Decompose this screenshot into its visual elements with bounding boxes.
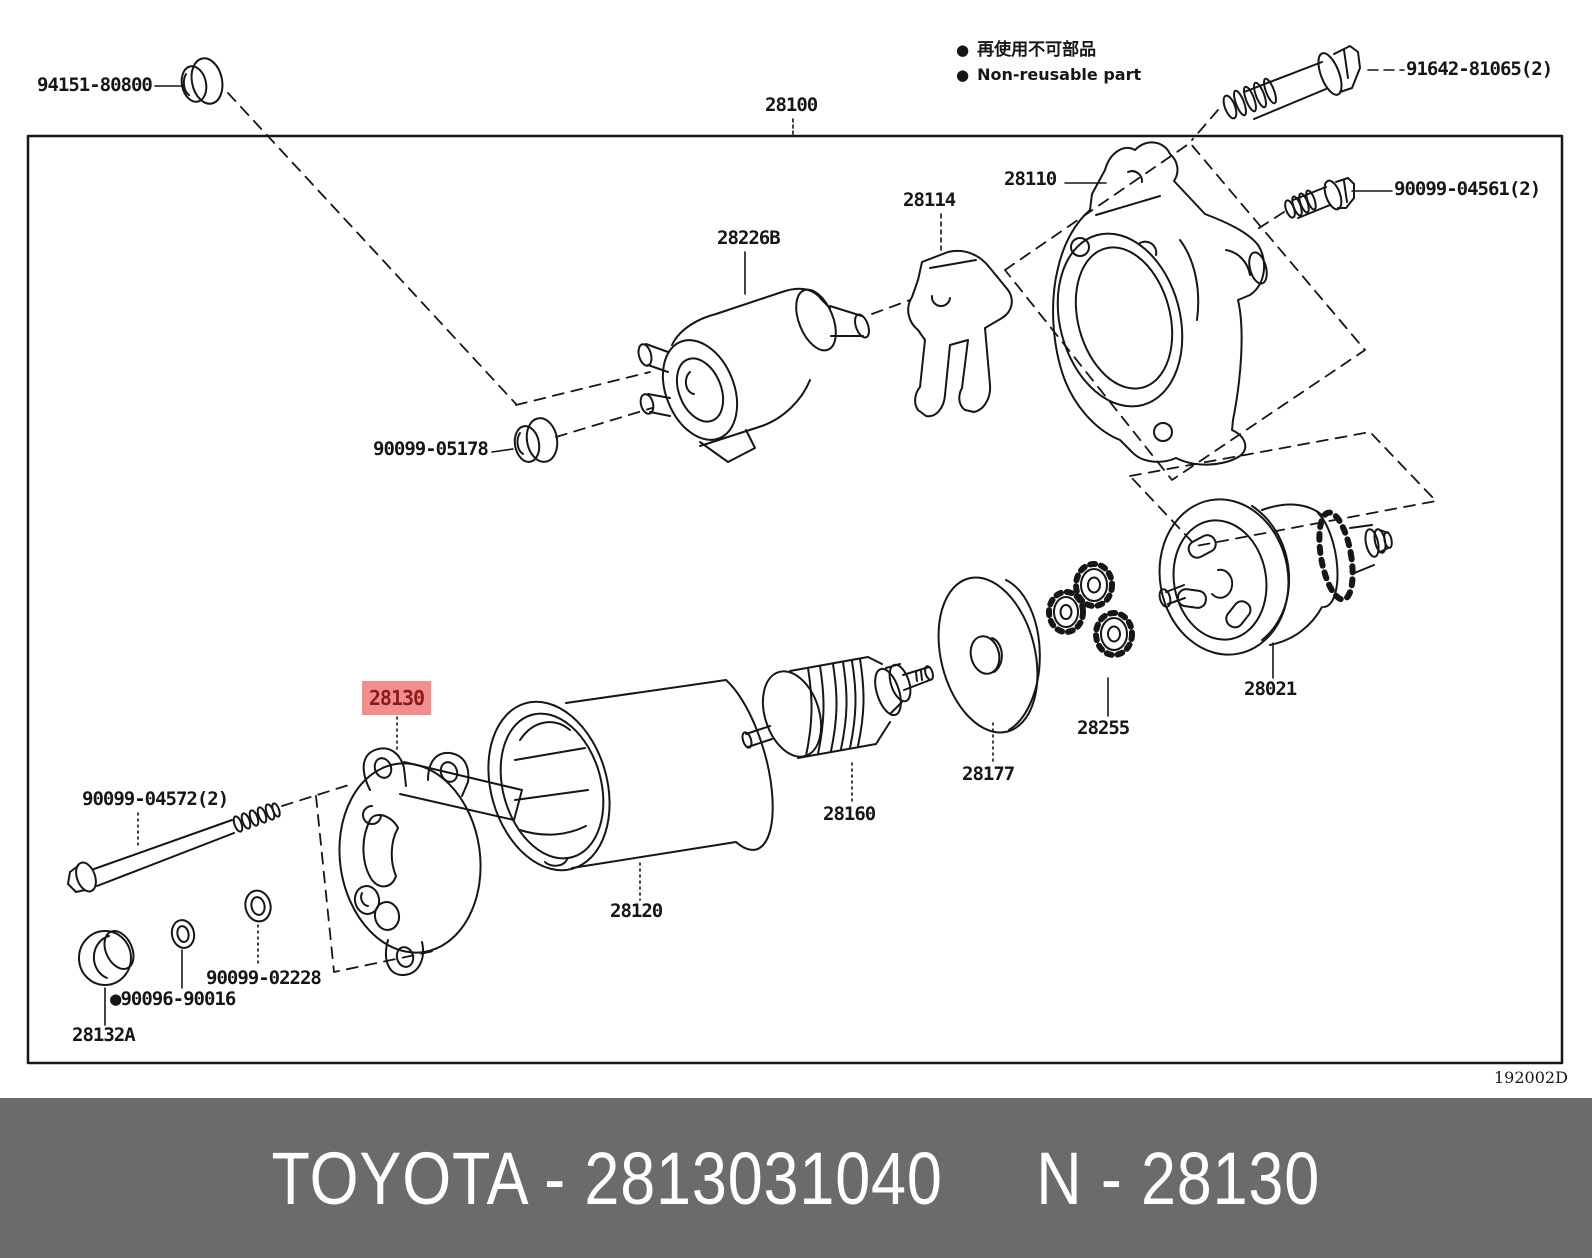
end-frame-28130-drawing [338, 747, 523, 977]
banner-n-number: N - 28130 [1036, 1136, 1321, 1220]
part-label-28120[interactable]: 28120 [610, 900, 663, 922]
part-label-90099-05178[interactable]: 90099-05178 [373, 438, 489, 460]
part-label-90099-04572[interactable]: 90099-04572(2) [82, 788, 229, 810]
armature-28160-drawing [741, 656, 934, 759]
part-label-28021[interactable]: 28021 [1244, 678, 1297, 700]
yoke-28120-drawing [487, 679, 774, 872]
part-label-91642-81065[interactable]: 91642-81065(2) [1406, 58, 1553, 80]
non-reusable-bullet-icon: ● [956, 66, 970, 84]
washer-90096-90016-drawing [170, 919, 196, 949]
part-label-90096-90016[interactable]: ●90096-90016 [110, 988, 236, 1010]
cap-28132A-drawing [78, 930, 135, 986]
legend-non-reusable-en: ●Non-reusable part [956, 65, 1142, 84]
planet-gears-28255-drawing [1046, 561, 1135, 658]
footer-banner-text: TOYOTA - 2813031040 N - 28130 [272, 1136, 1321, 1221]
clutch-28021-drawing [1158, 498, 1393, 656]
solenoid-28226B-drawing [637, 287, 870, 463]
drive-housing-28110-drawing [1052, 141, 1268, 466]
part-label-28110[interactable]: 28110 [1004, 168, 1057, 190]
part-label-90099-02228[interactable]: 90099-02228 [206, 967, 322, 989]
footer-banner: TOYOTA - 2813031040 N - 28130 [0, 1098, 1592, 1258]
part-label-28132A[interactable]: 28132A [72, 1024, 136, 1046]
highlighted-part-label-28130[interactable]: 28130 [362, 681, 431, 715]
part-label-28177[interactable]: 28177 [962, 763, 1015, 785]
part-label-28100[interactable]: 28100 [765, 94, 818, 116]
part-label-28160[interactable]: 28160 [823, 803, 876, 825]
drive-lever-28114-drawing [907, 249, 1013, 418]
plate-28177-drawing [937, 576, 1041, 734]
legend-non-reusable-jp: ●再使用不可部品 [956, 40, 1097, 60]
oring-90099-02228-drawing [244, 889, 272, 923]
construction-lines [227, 92, 1437, 973]
diagram-border [26, 134, 1564, 1065]
part-label-28255[interactable]: 28255 [1077, 717, 1130, 739]
bolt-90099-04561-drawing [1284, 177, 1355, 219]
leader-lines [104, 69, 1405, 1026]
bolt-91642-drawing [1222, 45, 1361, 120]
part-label-28114[interactable]: 28114 [903, 189, 956, 211]
bolt-90099-04572-drawing [67, 802, 281, 893]
non-reusable-bullet-icon: ● [956, 41, 970, 59]
part-label-90099-04561[interactable]: 90099-04561(2) [1394, 178, 1541, 200]
bushing-90099-05178-drawing [513, 417, 559, 463]
drawing-code: 192002D [1494, 1068, 1568, 1087]
banner-brand-partnumber: TOYOTA - 2813031040 [271, 1136, 943, 1220]
part-label-94151-80800[interactable]: 94151-80800 [37, 74, 153, 96]
nut-94151-drawing [180, 57, 224, 105]
part-label-28226B[interactable]: 28226B [717, 227, 781, 249]
